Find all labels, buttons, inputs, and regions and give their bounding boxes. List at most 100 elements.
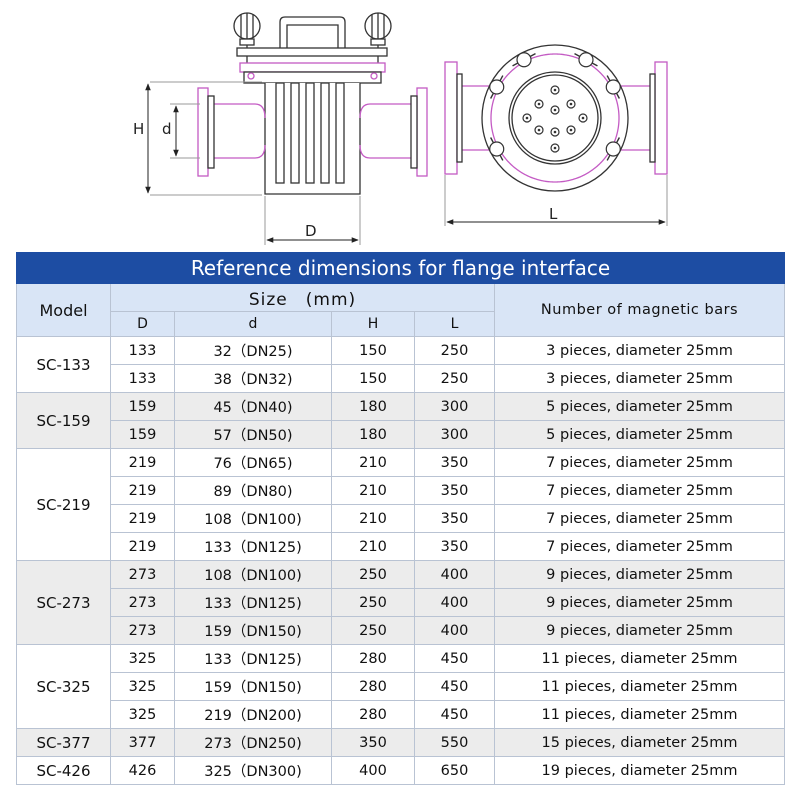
magnetic-bar-dot-center — [537, 102, 541, 106]
front-view — [197, 12, 428, 195]
header-size: Size (mm) — [110, 283, 495, 312]
cover-clamps — [489, 52, 621, 161]
header-col-h: H — [331, 310, 415, 338]
model-cell: SC-273 — [16, 560, 111, 645]
cell-bars: 7 pieces, diameter 25mm — [493, 504, 786, 533]
magnetic-bar-dot-center — [569, 102, 573, 106]
cell-bars: 7 pieces, diameter 25mm — [493, 476, 786, 505]
cell-bars: 7 pieces, diameter 25mm — [493, 448, 786, 477]
cell-d: 273 — [110, 588, 175, 617]
cell-d: 325 — [110, 700, 175, 729]
cover-disc — [481, 44, 629, 192]
model-cell: SC-159 — [16, 392, 111, 449]
clamp-knob — [489, 137, 505, 161]
lid-plate — [236, 47, 388, 57]
cell-inlet-d: 45（DN40) — [174, 392, 332, 421]
inlet-flange — [197, 87, 209, 177]
cell-d: 219 — [110, 448, 175, 477]
cell-l: 250 — [414, 364, 495, 393]
cell-inlet-d: 108（DN100) — [174, 560, 332, 589]
cell-bars: 9 pieces, diameter 25mm — [493, 616, 786, 645]
cell-d: 325 — [110, 644, 175, 673]
cell-bars: 9 pieces, diameter 25mm — [493, 588, 786, 617]
model-cell: SC-426 — [16, 756, 111, 785]
header-col-d-body: D — [110, 310, 175, 338]
cell-h: 350 — [331, 728, 415, 757]
cell-l: 350 — [414, 448, 495, 477]
cell-bars: 11 pieces, diameter 25mm — [493, 672, 786, 701]
magnetic-bar-dot-center — [553, 130, 557, 134]
cell-h: 150 — [331, 336, 415, 365]
dimension-label-h: H — [133, 120, 144, 138]
cell-d: 219 — [110, 476, 175, 505]
cell-l: 300 — [414, 392, 495, 421]
outlet-pipe — [359, 103, 418, 159]
dimension-lines — [145, 81, 668, 245]
top-flange — [239, 62, 386, 73]
inlet-pipe — [206, 103, 266, 159]
cell-l: 300 — [414, 420, 495, 449]
cell-d: 273 — [110, 616, 175, 645]
cell-bars: 11 pieces, diameter 25mm — [493, 700, 786, 729]
clamp-knob-left — [233, 12, 261, 70]
cell-bars: 7 pieces, diameter 25mm — [493, 532, 786, 561]
magnetic-bar-dot-center — [569, 128, 573, 132]
cell-h: 250 — [331, 560, 415, 589]
cell-l: 250 — [414, 336, 495, 365]
clamp-knob — [512, 52, 536, 68]
cell-h: 150 — [331, 364, 415, 393]
magnetic-bar-dots — [522, 85, 588, 153]
cell-inlet-d: 32（DN25) — [174, 336, 332, 365]
cell-l: 400 — [414, 560, 495, 589]
cell-inlet-d: 325（DN300) — [174, 756, 332, 785]
cell-h: 250 — [331, 588, 415, 617]
table-title: Reference dimensions for flange interfac… — [15, 252, 786, 284]
clamp-knob — [605, 137, 621, 161]
cell-d: 325 — [110, 672, 175, 701]
cell-inlet-d: 133（DN125) — [174, 532, 332, 561]
cell-d: 426 — [110, 756, 175, 785]
top-view-right-flange — [654, 61, 668, 175]
cell-h: 210 — [331, 448, 415, 477]
cell-h: 250 — [331, 616, 415, 645]
cell-bars: 19 pieces, diameter 25mm — [493, 756, 786, 785]
reference-dimensions-table: Reference dimensions for flange interfac… — [15, 252, 786, 785]
dimension-label-body-d: D — [305, 222, 317, 240]
clamp-knob — [574, 52, 598, 68]
cell-d: 133 — [110, 336, 175, 365]
cell-l: 400 — [414, 616, 495, 645]
cell-l: 450 — [414, 644, 495, 673]
cell-l: 450 — [414, 672, 495, 701]
clamp-knob — [489, 75, 505, 99]
cell-d: 159 — [110, 392, 175, 421]
cell-inlet-d: 108（DN100) — [174, 504, 332, 533]
cell-inlet-d: 133（DN125) — [174, 588, 332, 617]
cell-bars: 3 pieces, diameter 25mm — [493, 336, 786, 365]
cell-d: 273 — [110, 560, 175, 589]
outlet-flange — [416, 87, 428, 177]
cell-inlet-d: 76（DN65) — [174, 448, 332, 477]
magnetic-bar-dot-center — [553, 88, 557, 92]
cell-l: 650 — [414, 756, 495, 785]
cell-h: 280 — [331, 700, 415, 729]
cell-inlet-d: 38（DN32) — [174, 364, 332, 393]
cell-inlet-d: 273（DN250) — [174, 728, 332, 757]
cell-h: 280 — [331, 644, 415, 673]
cell-l: 350 — [414, 504, 495, 533]
cell-d: 133 — [110, 364, 175, 393]
filter-body — [264, 83, 361, 195]
magnetic-bar-dot-center — [553, 146, 557, 150]
cell-l: 350 — [414, 532, 495, 561]
cell-h: 400 — [331, 756, 415, 785]
magnetic-bar-dot-center — [581, 116, 585, 120]
magnetic-bar-dot-center — [525, 116, 529, 120]
cell-d: 219 — [110, 504, 175, 533]
cell-inlet-d: 133（DN125) — [174, 644, 332, 673]
